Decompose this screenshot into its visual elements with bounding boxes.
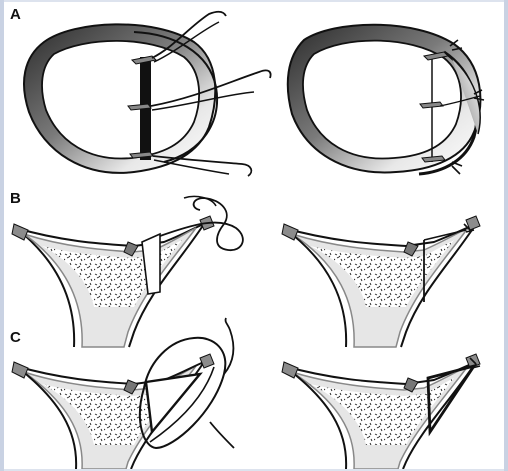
figure-canvas: A B C — [4, 2, 504, 469]
panel-c-right — [282, 354, 480, 469]
panel-b-left — [12, 196, 243, 347]
panel-b-right — [282, 216, 480, 347]
panel-a-right — [288, 25, 484, 174]
panel-a-left — [24, 12, 271, 176]
right-border — [504, 0, 508, 471]
figure-drawing — [4, 2, 504, 469]
